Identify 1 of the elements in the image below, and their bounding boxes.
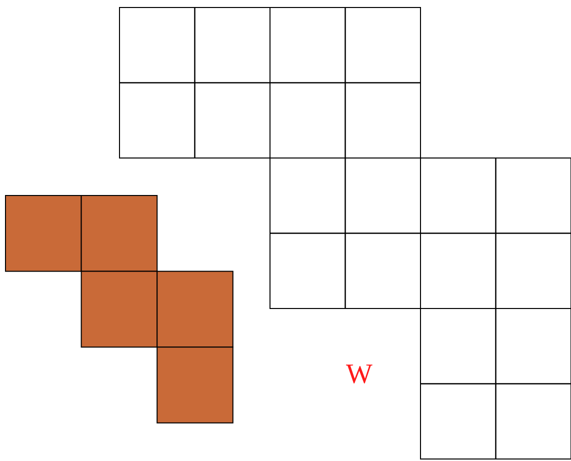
shape-label: W [346,361,372,389]
